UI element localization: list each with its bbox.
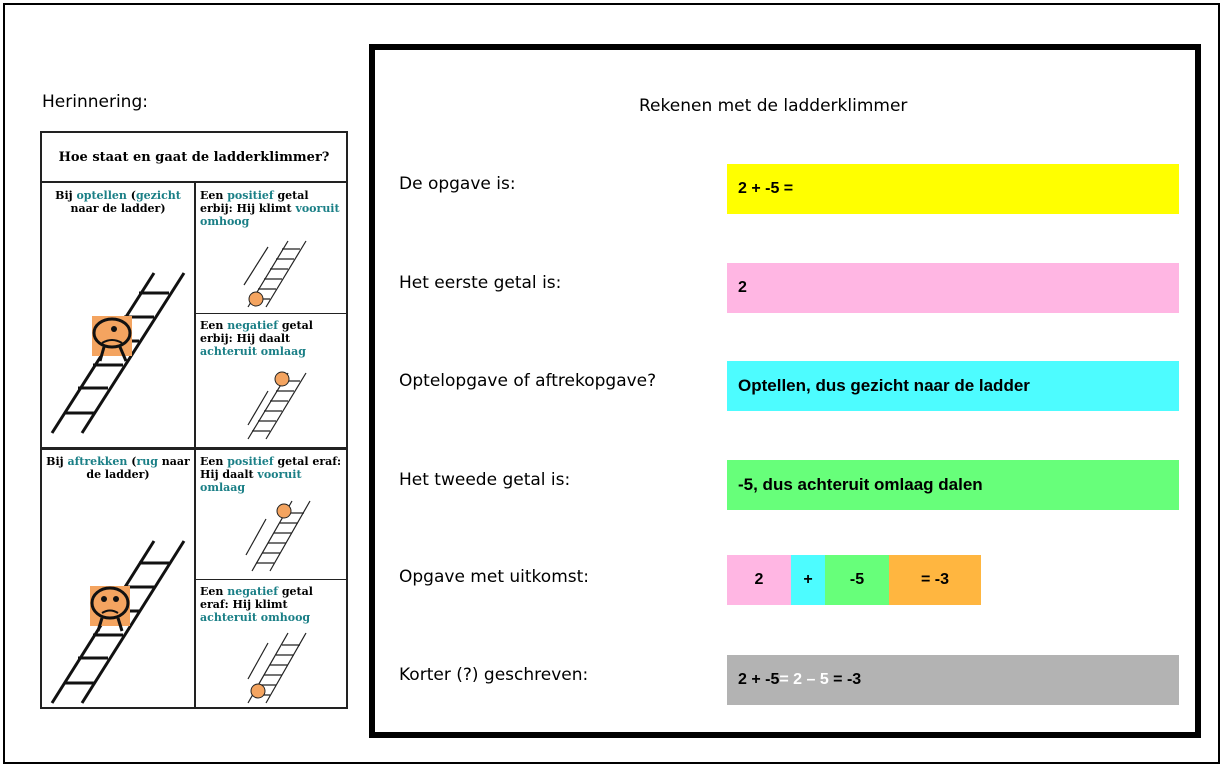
answer-operation: Optellen, dus gezicht naar de ladder: [727, 361, 1179, 411]
panel-title: Rekenen met de ladderklimmer: [639, 96, 908, 116]
result-answer: = -3: [889, 555, 981, 605]
question-result: Opgave met uitkomst:: [399, 567, 590, 587]
add-positive-text: Een positief getal erbij: Hij klimt voor…: [200, 189, 340, 228]
answer-first-number: 2: [727, 263, 1179, 313]
calculation-panel: Rekenen met de ladderklimmer De opgave i…: [369, 44, 1201, 738]
ladder-descend-back-illustration: [247, 371, 307, 440]
ladder-climb-back-illustration: [247, 632, 307, 704]
question-exercise: De opgave is:: [399, 174, 516, 194]
card-divider-middle: [42, 447, 346, 450]
question-short-form: Korter (?) geschreven:: [399, 665, 589, 685]
answer-second-number: -5, dus achteruit omlaag dalen: [727, 460, 1179, 510]
result-first-number: 2: [727, 555, 791, 605]
ladder-face-illustration: [50, 272, 186, 434]
ladder-descend-front-illustration: [245, 500, 311, 572]
answer-exercise: 2 + -5 =: [727, 164, 1179, 214]
question-second-number: Het tweede getal is:: [399, 470, 571, 490]
question-operation: Optelopgave of aftrekopgave?: [399, 371, 657, 391]
ladder-climb-up-illustration: [243, 240, 307, 308]
add-negative-text: Een negatief getal erbij: Hij daalt acht…: [200, 319, 313, 358]
card-divider-vertical: [194, 183, 196, 707]
card-title: Hoe staat en gaat de ladderklimmer?: [42, 133, 346, 183]
answer-short-form: 2 + -5 = 2 – 5 = -3: [727, 655, 1179, 705]
reminder-card: Hoe staat en gaat de ladderklimmer? Bij …: [40, 131, 348, 709]
sub-rule-text: Bij aftrekken (rug naar de ladder): [46, 455, 190, 481]
ladder-back-illustration: [50, 540, 186, 704]
sub-negative-text: Een negatief getal eraf: Hij klimt achte…: [200, 585, 313, 624]
result-operator: +: [791, 555, 825, 605]
card-divider-add: [196, 313, 346, 314]
question-first-number: Het eerste getal is:: [399, 273, 562, 293]
page-frame: [3, 3, 1220, 764]
add-rule-text: Bij optellen (gezicht naar de ladder): [55, 189, 181, 215]
sub-positive-text: Een positief getal eraf: Hij daalt vooru…: [200, 455, 342, 494]
result-second-number: -5: [825, 555, 889, 605]
card-divider-sub: [196, 579, 346, 580]
reminder-title: Herinnering:: [42, 92, 148, 112]
